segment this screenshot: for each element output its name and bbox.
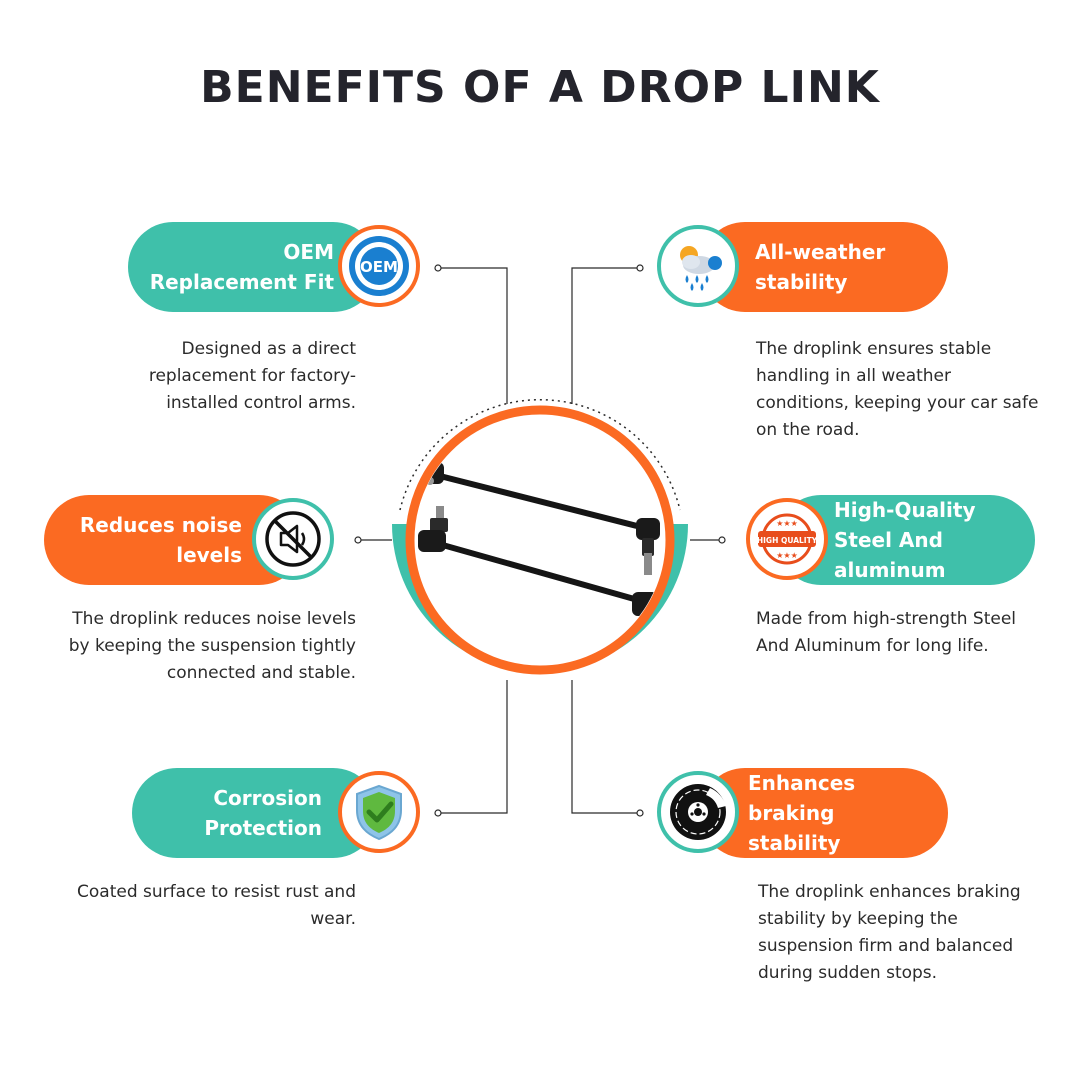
benefit-quality-label: High-Quality Steel And aluminum	[834, 495, 1032, 585]
benefit-oem-label-line1: OEM	[283, 240, 334, 264]
benefit-oem-pill	[128, 222, 378, 312]
benefit-weather-pill	[700, 222, 948, 312]
benefit-noise-description: The droplink reduces noise levels by kee…	[68, 609, 356, 683]
benefit-corrosion-description: Coated surface to resist rust and wear.	[77, 882, 356, 929]
benefit-braking-label-line3: stability	[748, 831, 841, 855]
benefit-braking-label: Enhances braking stability	[748, 768, 944, 858]
high-quality-badge-text: HIGH QUALITY	[757, 536, 818, 545]
benefit-noise-label-line2: levels	[176, 543, 242, 567]
benefit-weather-label-line1: All-weather	[755, 240, 886, 264]
orange-ring	[405, 405, 675, 675]
benefit-braking-pill	[700, 768, 948, 858]
brake-disc-icon	[657, 771, 739, 853]
benefit-oem-label-line2: Replacement Fit	[149, 270, 334, 294]
high-quality-badge-icon: HIGH QUALITY ★★★ ★★★	[746, 498, 828, 580]
oem-badge-text: OEM	[360, 258, 398, 276]
benefit-braking-label-line1: Enhances	[748, 771, 856, 795]
benefit-corrosion-label-line2: Protection	[204, 816, 322, 840]
product-circle	[392, 399, 688, 675]
benefit-quality-description: Made from high-strength Steel And Alumin…	[756, 609, 1017, 656]
benefit-braking-description: The droplink enhances braking stability …	[758, 882, 1021, 983]
no-noise-icon	[252, 498, 334, 580]
shield-check-icon	[338, 771, 420, 853]
benefit-corrosion-label-line1: Corrosion	[213, 786, 322, 810]
drop-link-rods-image	[418, 462, 660, 616]
brake-disc-graphic	[670, 784, 726, 840]
benefit-quality-label-line2: Steel And	[834, 528, 943, 552]
benefit-weather-label: All-weather stability	[755, 237, 945, 297]
benefit-quality-label-line1: High-Quality	[834, 498, 976, 522]
benefit-oem-description: Designed as a direct replacement for fac…	[148, 339, 356, 413]
shield-check-graphic	[356, 784, 402, 841]
weather-graphic	[680, 246, 722, 291]
benefit-oem-label: OEM Replacement Fit	[130, 237, 334, 297]
oem-badge-graphic: OEM	[349, 236, 409, 296]
benefit-braking-label-line2: braking	[748, 801, 835, 825]
benefit-corrosion-label: Corrosion Protection	[134, 783, 322, 843]
benefit-noise-label: Reduces noise levels	[46, 510, 242, 570]
no-noise-graphic	[265, 511, 321, 567]
svg-text:★★★: ★★★	[776, 551, 798, 560]
benefit-noise-label-line1: Reduces noise	[79, 513, 242, 537]
benefit-weather-label-line2: stability	[755, 270, 848, 294]
weather-icon	[657, 225, 739, 307]
benefit-corrosion-pill	[132, 768, 378, 858]
benefit-weather-description: The droplink ensures stable handling in …	[756, 339, 1039, 440]
page-title: BENEFITS OF A DROP LINK	[200, 62, 880, 113]
high-quality-badge-graphic: HIGH QUALITY ★★★ ★★★	[757, 513, 818, 565]
svg-text:★★★: ★★★	[776, 519, 798, 528]
oem-badge-icon: OEM	[338, 225, 420, 307]
benefit-quality-label-line3: aluminum	[834, 558, 946, 582]
